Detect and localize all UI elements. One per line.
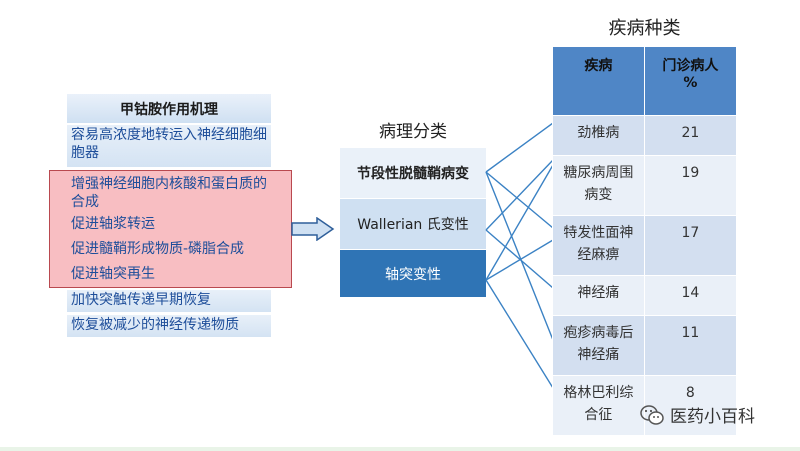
table-row: 特发性面神经麻痹 17 [552,215,738,276]
wechat-icon [640,404,664,425]
disease-name-text: 糖尿病周围病变 [563,165,634,203]
header-percent: 门诊病人 % [643,46,738,116]
mechanism-header: 甲钴胺作用机理 [67,94,271,123]
disease-name-text: 疱疹病毒后神经痛 [563,325,634,363]
pathology-item: Wallerian 氏变性 [340,199,486,249]
disease-pct: 21 [643,115,738,156]
disease-table: 疾病 门诊病人 % 劲椎病 21 糖尿病周围病变 19 特发性面神经麻痹 17 … [552,46,738,436]
mechanism-item: 促进轴突再生 [71,266,155,282]
mechanism-item: 容易高浓度地转运入神经细胞细胞器 [67,125,271,167]
table-row: 疱疹病毒后神经痛 11 [552,315,738,376]
header-percent-line2: % [683,75,698,91]
table-row: 格林巴利综合征 8 [552,375,738,436]
diseases-title: 疾病种类 [608,18,681,39]
disease-name-text: 格林巴利综合征 [563,385,634,423]
disease-name: 糖尿病周围病变 [552,155,645,216]
highlight-box [49,170,292,288]
disease-pct: 17 [643,215,738,276]
mechanism-item: 增强神经细胞内核酸和蛋白质的合成 [71,176,267,210]
disease-name: 劲椎病 [552,115,645,156]
watermark-text: 医药小百科 [670,407,755,427]
disease-pct: 19 [643,155,738,216]
disease-name: 特发性面神经麻痹 [552,215,645,276]
disease-name: 神经痛 [552,275,645,316]
mechanism-item: 恢复被减少的神经传递物质 [67,315,271,337]
disease-pct: 11 [643,315,738,376]
table-row: 糖尿病周围病变 19 [552,155,738,216]
right-arrow-icon [291,217,335,241]
mechanism-item: 加快突触传递早期恢复 [67,290,271,312]
disease-name: 疱疹病毒后神经痛 [552,315,645,376]
pathology-title: 病理分类 [379,122,447,142]
header-disease: 疾病 [552,46,645,116]
disease-pct: 14 [643,275,738,316]
disease-name-text: 特发性面神经麻痹 [563,225,634,263]
table-row: 神经痛 14 [552,275,738,316]
header-percent-line1: 门诊病人 [662,58,719,74]
mechanism-item: 促进髓鞘形成物质-磷脂合成 [71,241,245,257]
bottom-bar [0,447,800,451]
table-row: 劲椎病 21 [552,115,738,156]
pathology-item: 轴突变性 [340,250,486,297]
pathology-item: 节段性脱髓鞘病变 [340,148,486,198]
disease-pct: 8 [643,375,738,436]
watermark: 医药小百科 [640,402,755,427]
disease-name: 格林巴利综合征 [552,375,645,436]
mechanism-item: 促进轴浆转运 [71,216,155,232]
